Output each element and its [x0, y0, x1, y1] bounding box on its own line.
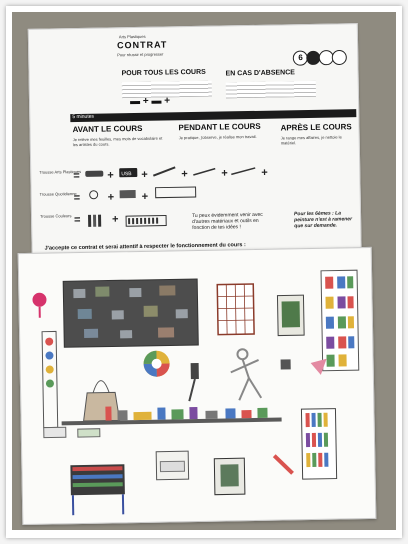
section-title-all-courses: POUR TOUS LES COURS — [121, 68, 206, 78]
level-circle — [306, 50, 321, 65]
small-frame — [77, 428, 101, 438]
board-pictures — [73, 285, 188, 339]
svg-text:+: + — [112, 213, 119, 225]
classroom-drawing-page — [17, 246, 377, 526]
supplies-illustration: = = = + + + + + + + + USB — [73, 166, 268, 227]
during-text: Je pratique, j'observe, je réalise mon t… — [178, 133, 257, 141]
pencil-icon — [152, 166, 176, 177]
contract-title: CONTRAT — [116, 39, 168, 51]
books — [305, 412, 329, 468]
pencil-case-label-3: Trousse Couleurs — [39, 213, 72, 219]
brush-icon — [193, 167, 216, 176]
svg-text:=: = — [73, 170, 80, 182]
level-circles — [292, 49, 347, 66]
svg-text:=: = — [74, 214, 81, 226]
after-text: Je range mes affaires, je nettoie le mat… — [280, 134, 342, 146]
usb-icon — [119, 168, 138, 178]
contract-header-small: Arts Plastiques — [118, 33, 146, 40]
svg-text:+: + — [181, 168, 188, 180]
pen-icon — [231, 167, 256, 176]
schedule-bar-label: 5 minutes — [72, 113, 95, 121]
usb-label: USB — [121, 171, 132, 177]
svg-text:+: + — [221, 167, 228, 179]
contract-sheet: Arts Plastiques CONTRAT Pour réussir et … — [27, 23, 362, 263]
glue-icon — [119, 190, 136, 199]
small-bin — [280, 359, 291, 370]
tote-bag — [83, 391, 121, 422]
section-title-during: PENDANT LE COURS — [178, 121, 261, 133]
drying-rack — [70, 464, 125, 496]
brush-drawing — [190, 362, 199, 380]
level-circle — [331, 49, 347, 65]
notebook-spread: Arts Plastiques CONTRAT Pour réussir et … — [14, 15, 378, 526]
scissors-icon — [89, 190, 99, 200]
before-text: Je relève mes feuilles, mes mots de voca… — [72, 135, 163, 148]
ruler-icon — [155, 186, 197, 199]
level-circle — [318, 50, 334, 66]
svg-text:=: = — [74, 192, 81, 204]
section-title-absence: EN CAS D'ABSENCE — [225, 69, 295, 78]
level-number: 6 — [298, 53, 303, 63]
svg-text:+: + — [261, 167, 268, 179]
cabinet-items — [325, 276, 355, 367]
eraser-icon — [85, 170, 104, 177]
classroom-drawing — [32, 269, 360, 516]
materials-note: Tu peux évidemment venir avec d'autres m… — [191, 211, 263, 232]
plus-icon: ▬ + ▬ + — [129, 95, 171, 108]
table-supplies — [105, 406, 268, 421]
drawing-mannequin — [230, 348, 263, 401]
svg-text:+: + — [141, 169, 148, 181]
svg-text:+: + — [107, 169, 114, 181]
text-lines — [225, 80, 316, 99]
color-wheel — [143, 350, 170, 377]
paint-note: Pour les 6èmes : La peinture n'est à ram… — [293, 210, 353, 230]
contract-subtitle: Pour réussir et progresser — [117, 51, 164, 58]
color-pencils-icon — [88, 214, 167, 227]
pink-arrow — [310, 358, 327, 375]
svg-text:+: + — [108, 191, 115, 203]
left-shelf — [41, 330, 59, 429]
section-title-after: APRÈS LE COURS — [280, 122, 352, 133]
schedule-bar — [70, 109, 357, 123]
long-table — [61, 417, 282, 426]
sink — [43, 426, 67, 439]
pin-icon — [32, 292, 47, 307]
paint-roller — [272, 454, 294, 475]
svg-text:+: + — [142, 191, 149, 203]
section-title-before: AVANT LE COURS — [72, 123, 143, 135]
